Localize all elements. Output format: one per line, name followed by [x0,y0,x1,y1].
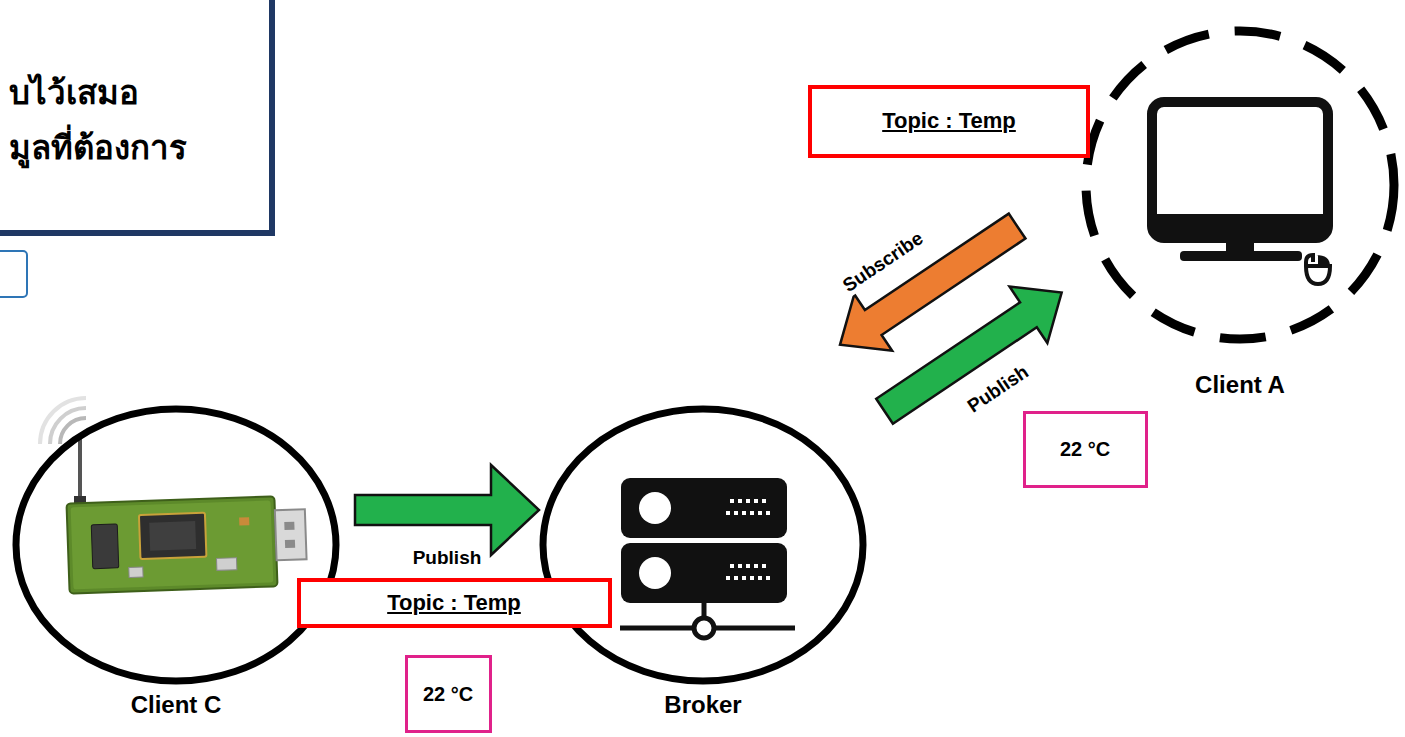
monitor-frame [1152,102,1328,238]
arrow-label-holder: Publish [410,547,485,569]
note-text: มูลที่ต้องการ [0,120,269,175]
chip [91,524,119,569]
component [239,517,249,525]
circle-outline [12,405,340,685]
usb-dongle-icon [40,398,307,594]
topic-box: Topic : Temp [808,85,1090,158]
node-label: Broker [539,691,867,719]
usb-pin [284,522,294,530]
box-text: Topic : Temp [387,590,521,616]
component [129,567,143,577]
circuit-board-face [71,500,274,589]
usb-pin [285,540,295,548]
chip [139,513,206,559]
mouse [1306,255,1330,284]
box-text: 22 °C [1060,438,1110,461]
network-wire [620,626,694,631]
arrow-label: Subscribe [836,226,929,299]
component [216,558,236,571]
circle-outline [543,409,863,681]
box-text: Topic : Temp [882,108,1016,134]
box-text: 22 °C [423,683,473,706]
topic-box: Topic : Temp [297,578,612,628]
broker-circle: Broker [539,405,867,685]
antenna [78,438,82,505]
mouse-button [1316,255,1330,266]
circuit-board [66,496,277,593]
server-led [639,557,671,589]
value-box: 22 °C [1023,411,1148,488]
network-node [694,618,714,638]
client-circle: Client C [12,405,340,685]
note-panel: บไว้เสมอมูลที่ต้องการ [0,0,272,233]
block-arrow [355,465,539,555]
monitor-chin [1152,214,1328,238]
node-label: Client A [1082,371,1398,399]
note-text: บไว้เสมอ [0,65,269,120]
server-unit [621,543,787,603]
value-box: 22 °C [405,655,492,733]
network-wire [714,626,795,631]
monitor-base [1180,251,1302,261]
client-circle: Client A [1082,27,1398,343]
circle-outline [1082,27,1398,343]
circle-outline [539,405,867,685]
computer-icon [1152,102,1330,284]
server-vents [726,499,770,580]
arrow-label-holder: Subscribe [836,226,929,299]
server-led [639,492,671,524]
chip-core [149,521,196,551]
usb-plug [275,509,307,560]
block-arrow [876,287,1061,424]
circle-outline [1086,31,1394,339]
server-unit [621,478,787,538]
node-label: Client C [12,691,340,719]
circle-outline [16,409,336,681]
server-icon [620,478,795,638]
arrow-label: Publish [410,547,485,569]
side-tab [0,250,28,298]
